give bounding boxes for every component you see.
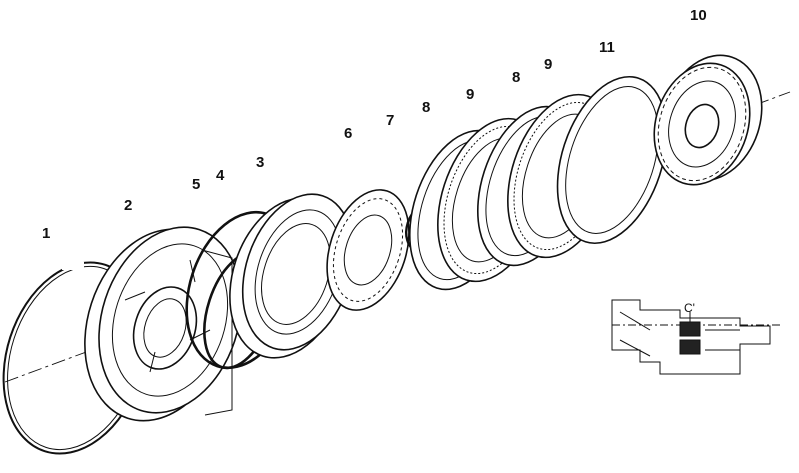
label-part-2: 2 (124, 197, 133, 214)
label-part-7: 7 (386, 112, 395, 129)
pressure-plate-part-11 (556, 75, 668, 245)
label-part-9b: 9 (544, 56, 553, 73)
label-part-10: 10 (690, 7, 707, 24)
label-part-8a: 8 (422, 99, 431, 116)
label-part-8b: 8 (512, 69, 521, 86)
label-part-11: 11 (599, 39, 615, 56)
piston-housing-part-2 (84, 226, 242, 422)
label-part-6: 6 (344, 125, 353, 142)
label-part-1: 1 (42, 225, 51, 242)
label-part-4: 4 (216, 167, 225, 184)
label-inset: C' (684, 301, 695, 315)
label-part-9a: 9 (466, 86, 475, 103)
clutch-hub-part-10 (653, 54, 763, 186)
spring-plate-part-6 (326, 189, 410, 311)
inset-cross-section (611, 299, 780, 375)
label-part-3: 3 (256, 154, 265, 171)
label-part-5: 5 (192, 176, 201, 193)
piston-part-3 (229, 193, 355, 359)
